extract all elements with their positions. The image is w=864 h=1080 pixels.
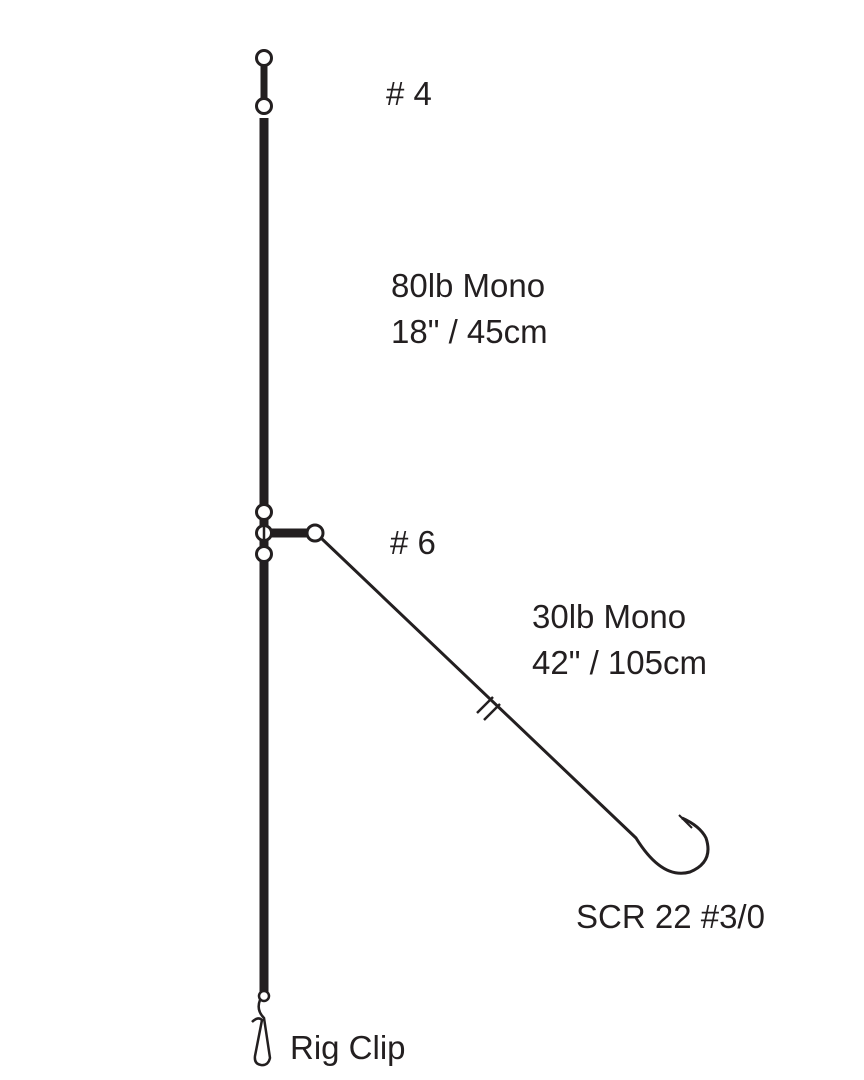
rig-clip-icon <box>251 999 272 1067</box>
main-line-label: 80lb Mono <box>391 267 546 304</box>
three-way-swivel-ring <box>255 545 273 563</box>
top-swivel-ring <box>255 49 273 67</box>
snood-label: 30lb Mono <box>532 598 687 635</box>
hook-label: SCR 22 #3/0 <box>576 898 765 935</box>
bead-stop <box>476 696 494 714</box>
snood-length: 42" / 105cm <box>532 644 707 681</box>
mid-swivel-label: # 6 <box>390 524 436 561</box>
main-line-length: 18" / 45cm <box>391 313 548 350</box>
snood-line <box>319 536 710 875</box>
bead-stop <box>483 703 501 721</box>
hook-barb <box>678 814 693 829</box>
top-swivel-ring <box>255 97 273 115</box>
snood-swivel-ring <box>305 523 325 543</box>
top-swivel-label: # 4 <box>386 75 432 112</box>
three-way-swivel-ring <box>255 503 273 521</box>
clip-label: Rig Clip <box>290 1029 406 1066</box>
clip-ring <box>257 989 271 1003</box>
